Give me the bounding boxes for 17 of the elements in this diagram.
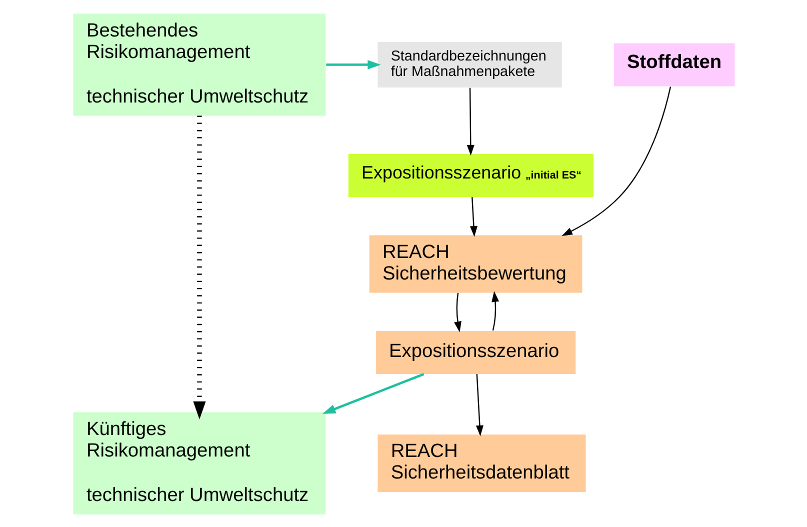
node-box: Stoffdaten	[613, 42, 734, 86]
node-box: REACH Sicherheitsbewertung	[368, 234, 582, 292]
node-box: Bestehendes Risikomanagement technischer Umweltschutz	[72, 13, 326, 116]
arrow	[475, 374, 483, 436]
node-box: Standardbezeichnungen für Maßnahmenpakete	[377, 42, 562, 87]
node-box: Expositionsszenario	[375, 330, 576, 374]
node-box: REACH Sicherheitsdatenblatt	[377, 434, 586, 492]
arrow	[491, 290, 499, 330]
arrow	[466, 87, 474, 156]
arrow	[322, 372, 424, 414]
node-box: Künftiges Risikomanagement technischer Umweltschutz	[72, 412, 326, 514]
arrow	[561, 86, 671, 236]
arrow	[326, 60, 380, 69]
arrow	[454, 292, 461, 332]
node-box: Expositionsszenario „initial ES“	[348, 153, 594, 197]
arrow	[469, 196, 477, 236]
arrow	[192, 115, 206, 419]
